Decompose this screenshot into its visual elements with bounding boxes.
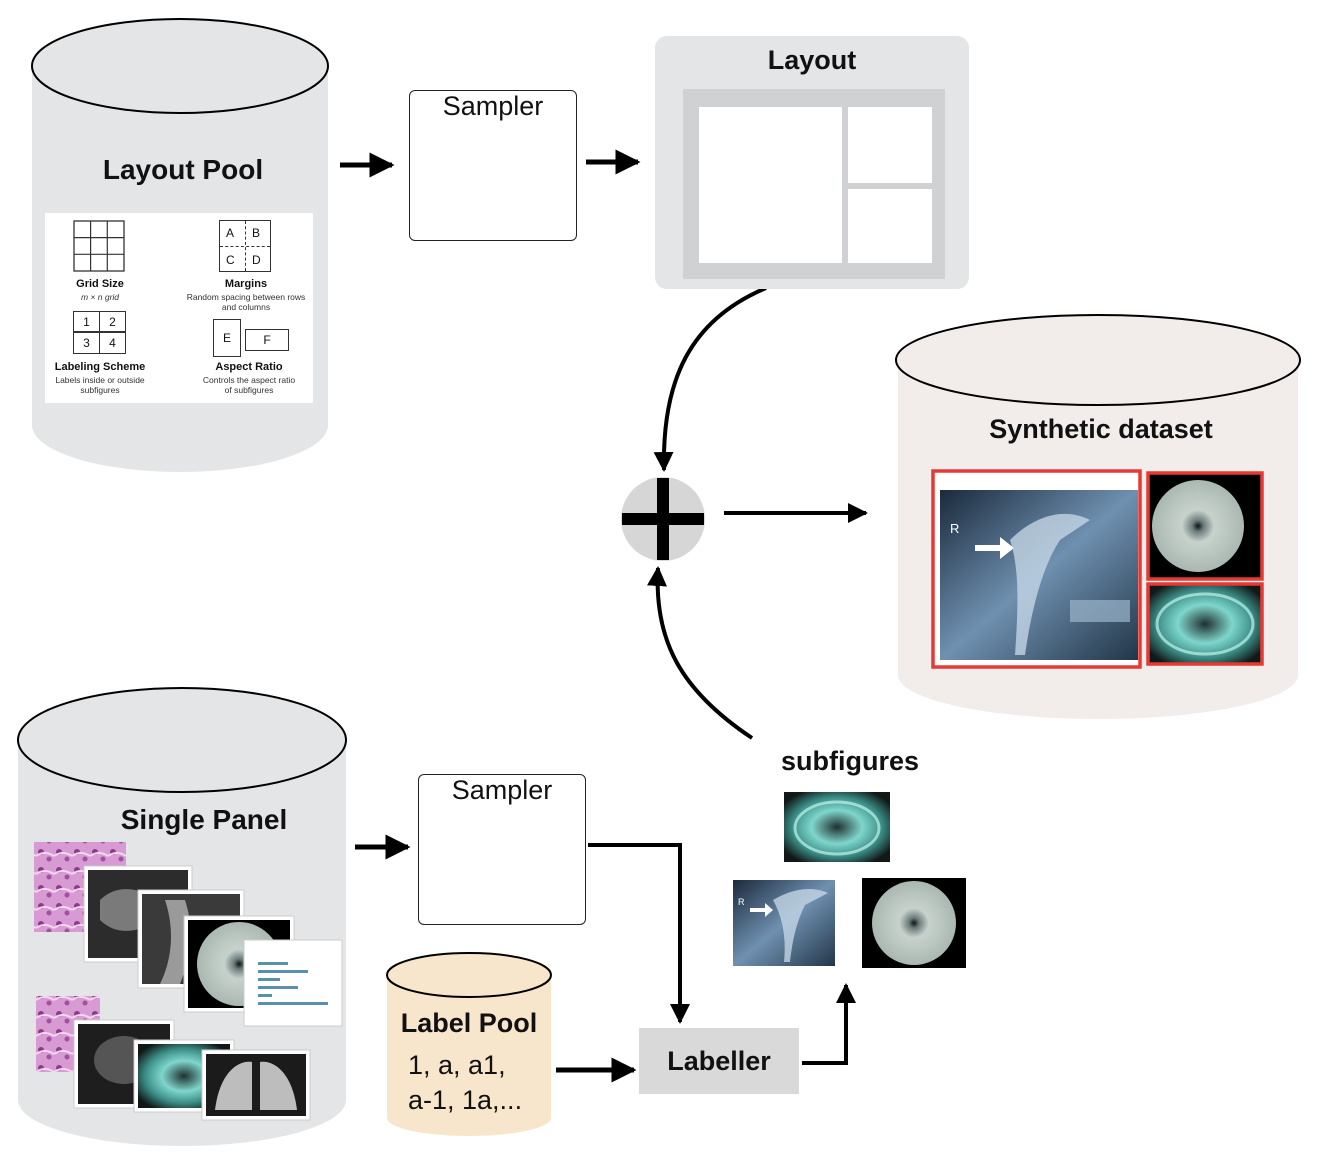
grid-size-icon [73,220,125,272]
grid-size-title: Grid Size [76,278,124,290]
margins-title: Margins [224,278,268,290]
layout-pool-legend: Grid Size m × n grid A B C D Margins Ran… [45,213,313,403]
labeling-scheme-title: Labeling Scheme [54,361,146,373]
margins-cell-b: B [252,226,261,240]
sampler-bottom: Sampler [418,774,586,925]
aspect-cell-e: E [213,319,241,357]
label-cell-2: 2 [99,311,126,332]
labeller-box: Labeller [639,1028,799,1094]
label-pool-line1: 1, a, a1, [408,1050,506,1080]
margins-cell-c: C [226,253,235,267]
layout-slot-large [699,107,842,263]
synthetic-dataset-title: Synthetic dataset [989,414,1213,444]
arrow-labeller-to-subfigures [802,983,856,1065]
subfigure-xray: R [728,877,840,970]
layout-title: Layout [767,45,857,75]
layout-frame [683,89,945,279]
subfigure-cornea [857,874,969,972]
arrow-sampler-to-labeller [588,843,690,1024]
plus-icon [621,477,705,561]
layout-pool-title: Layout Pool [102,154,264,185]
aspect-ratio-title: Aspect Ratio [215,361,283,373]
svg-text:R: R [738,897,745,907]
aspect-cell-f: F [245,329,289,351]
layout-panel: Layout [655,36,969,289]
aspect-ratio-sub: Controls the aspect ratio of subfigures [202,375,296,395]
sampler-top-label: Sampler [442,91,544,121]
sampler-bottom-label: Sampler [451,775,553,805]
svg-text:R: R [950,521,959,536]
arrow-layout-to-plus [653,286,767,472]
label-cell-4: 4 [99,332,126,354]
grid-size-sub: m × n grid [80,292,120,302]
label-pool-title: Label Pool [400,1008,538,1038]
arrow-subfigures-to-plus [647,566,754,740]
subfigures-title: subfigures [780,746,920,776]
margins-icon: A B C D [219,220,271,272]
single-panel-images [34,842,343,1121]
label-pool-cylinder [386,952,552,1136]
layout-slot-bottom-right [848,189,932,263]
single-panel-title: Single Panel [120,804,288,835]
sampler-top: Sampler [409,90,577,241]
layout-slot-top-right [848,107,932,183]
margins-cell-a: A [226,226,235,240]
label-cell-1: 1 [73,311,100,332]
labeling-scheme-sub: Labels inside or outside subfigures [55,375,145,395]
synthetic-figure: R [931,469,1264,669]
subfigure-ct [779,788,894,866]
margins-cell-d: D [252,253,261,267]
label-cell-3: 3 [73,332,100,354]
labeller-label: Labeller [667,1045,771,1076]
margins-sub: Random spacing between rows and columns [186,292,306,312]
label-pool-line2: a-1, 1a,... [408,1085,523,1115]
